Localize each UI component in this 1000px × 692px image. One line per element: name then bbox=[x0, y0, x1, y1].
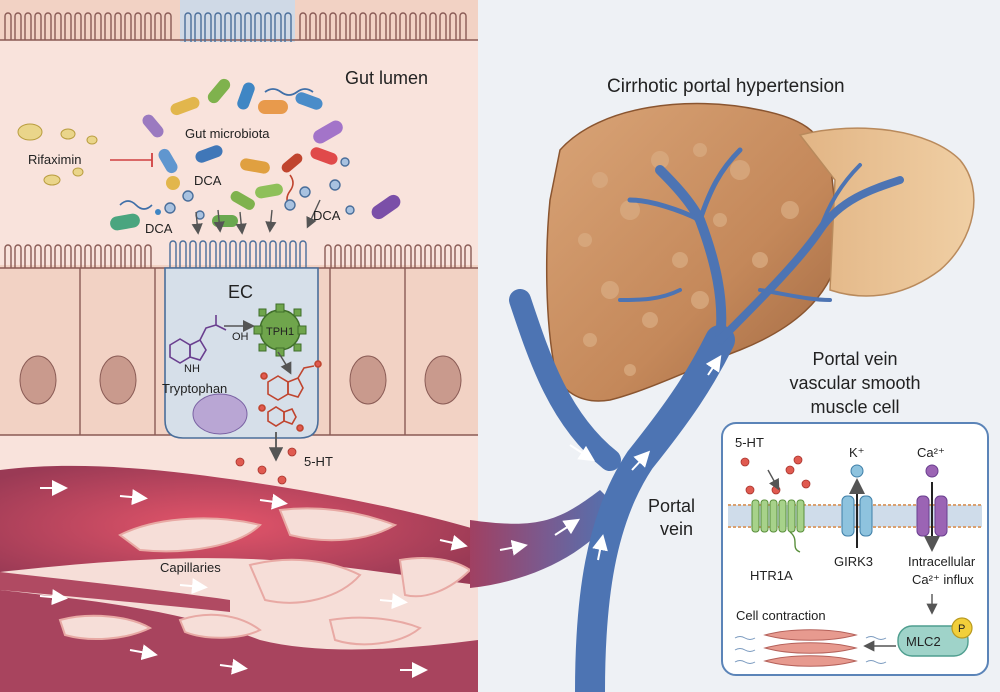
dca-molecules bbox=[164, 157, 355, 220]
tryptophan-structure bbox=[169, 315, 227, 364]
potassium-ion bbox=[850, 464, 864, 478]
mlc2-protein bbox=[897, 617, 973, 657]
gut-microbiota-cluster bbox=[110, 78, 401, 231]
portal-flow-arrows bbox=[569, 355, 722, 561]
rifaximin-pills bbox=[17, 123, 98, 186]
nucleus bbox=[424, 355, 462, 405]
label-tryptophan: Tryptophan bbox=[162, 381, 227, 396]
dca-arrows bbox=[191, 199, 321, 235]
rifaximin-inhibition-icon bbox=[110, 153, 153, 167]
label-oh: OH bbox=[232, 331, 249, 343]
htr1a-receptor bbox=[751, 499, 805, 553]
label-smc-line3: muscle cell bbox=[810, 397, 899, 417]
nucleus bbox=[349, 355, 387, 405]
label-cell-contraction: Cell contraction bbox=[736, 608, 826, 623]
calcium-channel bbox=[916, 482, 948, 552]
label-vein: vein bbox=[660, 519, 693, 539]
girk3-channel bbox=[841, 478, 873, 548]
label-ec: EC bbox=[228, 282, 253, 302]
vessel-flow-arrows bbox=[499, 518, 581, 556]
phosphate-icon bbox=[951, 617, 973, 639]
label-intracellular: Intracellular bbox=[908, 554, 976, 569]
label-dca-1: DCA bbox=[194, 173, 222, 188]
label-dca-2: DCA bbox=[313, 208, 341, 223]
label-dca-3: DCA bbox=[145, 221, 173, 236]
smc-panel bbox=[721, 422, 989, 676]
title-cirrhotic-portal-hypertension: Cirrhotic portal hypertension bbox=[607, 76, 845, 97]
liver bbox=[545, 102, 975, 402]
label-5ht-cell: 5-HT bbox=[735, 435, 764, 450]
label-capillaries: Capillaries bbox=[160, 560, 221, 575]
label-girk3: GIRK3 bbox=[834, 554, 873, 569]
label-ca-influx: Ca²⁺ influx bbox=[912, 572, 974, 587]
label-smc-line2: vascular smooth bbox=[789, 373, 920, 393]
calcium-ion bbox=[925, 464, 939, 478]
serotonin-molecule bbox=[260, 360, 322, 401]
label-htr1a: HTR1A bbox=[750, 568, 793, 583]
label-nh: NH bbox=[184, 363, 200, 375]
label-calcium: Ca²⁺ bbox=[917, 445, 945, 460]
contracting-muscle-cells bbox=[734, 629, 887, 667]
top-villi bbox=[0, 0, 478, 42]
label-portal: Portal bbox=[648, 496, 695, 516]
label-mlc2: MLC2 bbox=[906, 634, 941, 649]
label-gut-lumen: Gut lumen bbox=[345, 68, 428, 88]
label-smc-line1: Portal vein bbox=[812, 349, 897, 369]
serotonin-molecule bbox=[258, 404, 304, 432]
nucleus bbox=[99, 355, 137, 405]
label-tph1: TPH1 bbox=[266, 326, 294, 338]
label-rifaximin: Rifaximin bbox=[28, 152, 81, 167]
enterochromaffin-cell bbox=[164, 240, 322, 462]
label-5ht-gut: 5-HT bbox=[304, 454, 333, 469]
label-potassium: K⁺ bbox=[849, 445, 865, 460]
label-phospho: P bbox=[958, 623, 965, 635]
nucleus bbox=[19, 355, 57, 405]
tph1-enzyme bbox=[253, 303, 307, 357]
mesenteric-vessel bbox=[470, 490, 620, 588]
ec-nucleus bbox=[192, 393, 248, 435]
capillary-network bbox=[0, 465, 478, 692]
label-gut-microbiota: Gut microbiota bbox=[185, 126, 270, 141]
